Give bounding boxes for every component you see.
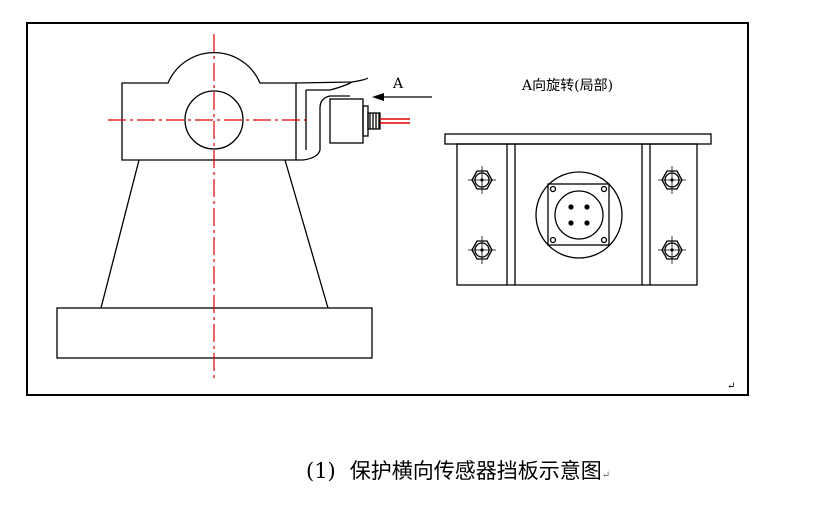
- figure-caption: (1) 保护横向传感器挡板示意图↵: [306, 455, 610, 485]
- pedestal-body: [100, 159, 329, 309]
- bolt-centerlines: [468, 166, 686, 264]
- flange-corner-hole: [549, 185, 557, 193]
- caption-text: 保护横向传感器挡板示意图: [349, 459, 602, 483]
- flange-corner-hole: [549, 236, 557, 244]
- sensor-inner-circle: [554, 190, 604, 240]
- sensor-nut: [362, 105, 369, 137]
- drawing-frame: [26, 22, 749, 396]
- sensor-pins: [568, 204, 590, 226]
- centerlines: [108, 34, 310, 382]
- return-mark: ↵: [727, 381, 735, 392]
- view-arrow-head: [372, 93, 384, 101]
- sensor-pin: [584, 204, 590, 210]
- sensor-pin: [568, 220, 574, 226]
- top-flange: [444, 133, 712, 145]
- sensor-pin: [584, 220, 590, 226]
- caption-return-mark: ↵: [601, 470, 611, 481]
- sensor-flange-circle: [535, 171, 623, 259]
- housing-upper-body: [121, 51, 297, 161]
- sensor-pin: [568, 204, 574, 210]
- sensor-square-flange: [547, 183, 610, 246]
- view-arrow-label: A: [392, 76, 404, 92]
- bore-circle: [184, 90, 244, 150]
- sensor-thread: [367, 112, 381, 130]
- baffle-inner: [306, 81, 353, 150]
- view-title: A向旋转(局部): [521, 78, 613, 94]
- side-view: [444, 133, 712, 286]
- flange-corner-hole: [600, 236, 608, 244]
- sensor-body: [329, 98, 364, 144]
- bolt-centers: [480, 178, 674, 252]
- caption-number: (1): [306, 459, 336, 483]
- front-view: [56, 51, 432, 359]
- flange-corner-hole: [600, 185, 608, 193]
- mounting-plate: [456, 143, 698, 286]
